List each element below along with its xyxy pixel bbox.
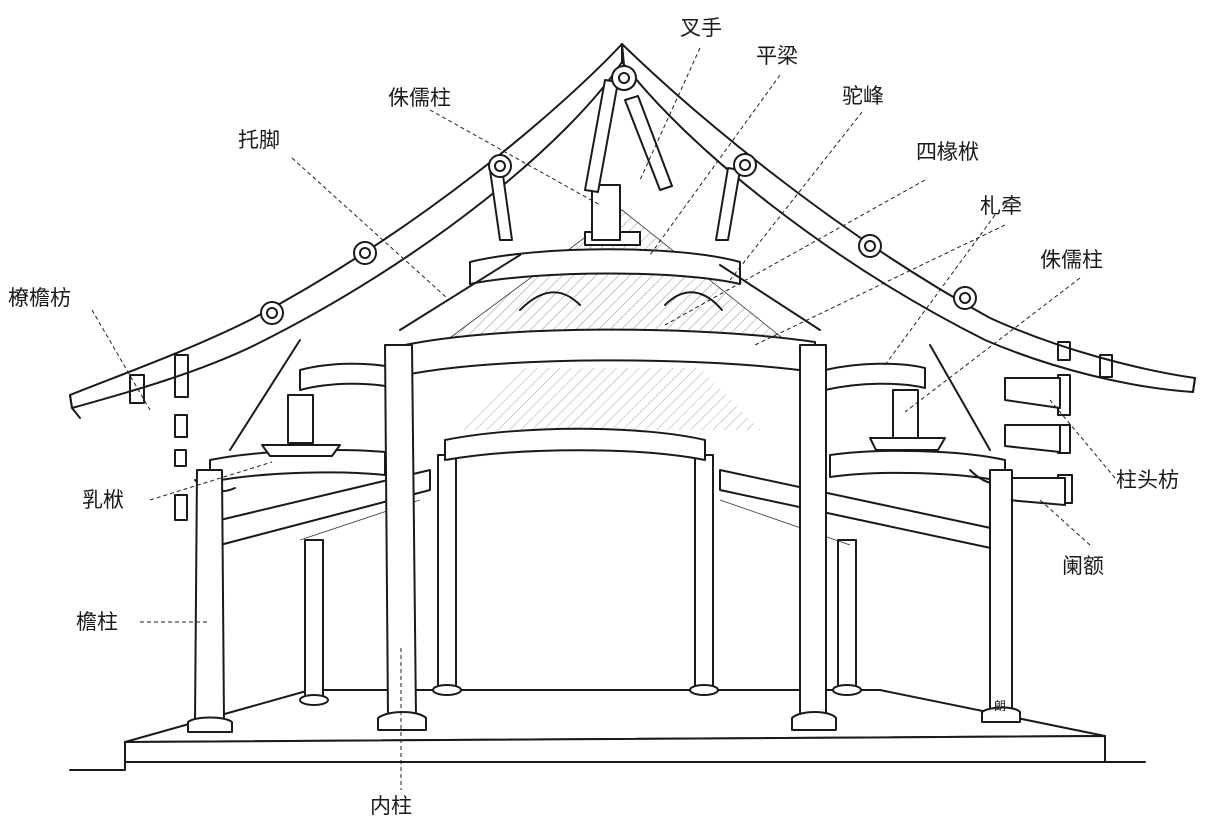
label-zhuruzhu-top: 侏儒柱: [388, 86, 451, 110]
label-zhutoufang: 柱头枋: [1116, 468, 1179, 492]
column-bases: [299, 684, 862, 706]
struts: [229, 79, 991, 451]
front-columns: [187, 344, 1021, 733]
label-zhaqian: 札牵: [980, 194, 1022, 218]
label-chashou: 叉手: [680, 16, 722, 40]
purlins: [260, 65, 977, 325]
leader-lines: [91, 47, 1116, 790]
label-tuojiao: 托脚: [238, 128, 280, 152]
label-rufu: 乳栿: [82, 488, 124, 512]
roof: [69, 43, 1196, 430]
label-lan-e: 阑额: [1062, 554, 1104, 578]
label-pingliang: 平梁: [756, 44, 798, 68]
label-neizhu: 内柱: [370, 794, 412, 818]
artist-mark: 朗: [994, 699, 1007, 713]
upper-beam-pingliang: [469, 184, 741, 311]
floor-platform: [69, 689, 1146, 771]
label-zhuruzhu-right: 侏儒柱: [1040, 248, 1103, 272]
label-tuofeng: 驼峰: [842, 84, 884, 108]
label-yanzhu: 檐柱: [76, 610, 118, 634]
label-liaoyanfang: 橑檐枋: [8, 286, 71, 310]
label-siyuanfu: 四椽栿: [916, 140, 979, 164]
